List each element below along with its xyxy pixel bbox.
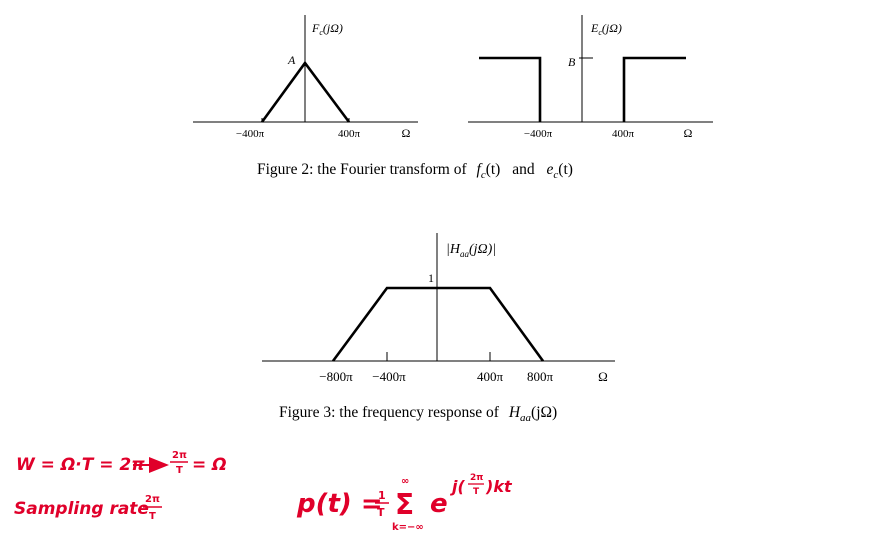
ec-tick-label-neg: −400π xyxy=(524,128,553,140)
ec-left-step xyxy=(479,56,542,122)
ec-xlabel: Ω xyxy=(684,126,693,140)
svg-text:W = Ω·T = 2π: W = Ω·T = 2π xyxy=(16,455,145,475)
ec-ylabel: Ec(jΩ) xyxy=(590,21,622,37)
haa-tick-label-pos800: 800π xyxy=(527,369,554,384)
caption2-fc-arg: (t) xyxy=(486,161,501,178)
svg-text:Sampling rate: Sampling rate xyxy=(14,499,149,519)
fc-tick-label-neg: −400π xyxy=(236,128,265,140)
caption2-fc-sub: c xyxy=(481,169,486,181)
caption2-and: and xyxy=(512,161,535,178)
caption3-text: Figure 3: the frequency response of xyxy=(279,404,500,421)
haa-xlabel: Ω xyxy=(598,369,608,384)
caption3-h-arg: (jΩ) xyxy=(531,404,557,421)
fc-plot: Fc(jΩ) A −400π 400π Ω xyxy=(193,15,418,140)
handwritten-notes: W = Ω·T = 2π 2π T = Ω Sampling rate 2π T… xyxy=(14,450,513,533)
caption2-ec-arg: (t) xyxy=(558,161,573,178)
ec-level-label: B xyxy=(568,55,576,69)
svg-text:p(t) =: p(t) = xyxy=(296,489,383,519)
ec-plot: Ec(jΩ) B −400π 400π Ω xyxy=(468,15,713,140)
fc-xlabel: Ω xyxy=(402,126,411,140)
svg-text:T: T xyxy=(149,511,156,522)
haa-trapezoid xyxy=(331,286,545,362)
svg-text:T: T xyxy=(377,506,385,519)
haa-level-label: 1 xyxy=(428,271,434,285)
figure3-caption: Figure 3: the frequency response of Haa(… xyxy=(279,404,557,424)
haa-tick-label-neg800: −800π xyxy=(319,369,353,384)
svg-text:2π: 2π xyxy=(470,473,483,483)
caption2-text: Figure 2: the Fourier transform of xyxy=(257,161,467,178)
svg-text:T: T xyxy=(473,487,480,497)
haa-tick-label-pos400: 400π xyxy=(477,369,504,384)
ec-right-step xyxy=(622,56,686,122)
note-line3: p(t) = 1 T Σ ∞ k=−∞ e j( 2π T )kt xyxy=(296,473,513,533)
svg-text:= Ω: = Ω xyxy=(192,455,227,475)
caption3-h-sub: aa xyxy=(520,412,532,424)
ec-tick-label-pos: 400π xyxy=(612,128,635,140)
note-line1: W = Ω·T = 2π 2π T = Ω xyxy=(16,450,227,476)
haa-ylabel: |Haa(jΩ)| xyxy=(446,242,496,259)
svg-text:e: e xyxy=(430,489,448,519)
fc-peak-label: A xyxy=(287,53,296,67)
caption3-h: H xyxy=(508,404,521,421)
haa-tick-label-neg400: −400π xyxy=(372,369,406,384)
svg-text:1: 1 xyxy=(378,489,386,502)
caption2-fc: f xyxy=(477,161,484,178)
note-line2: Sampling rate 2π T xyxy=(14,494,162,522)
figure2-caption: Figure 2: the Fourier transform of fc(t)… xyxy=(257,161,573,181)
svg-text:)kt: )kt xyxy=(485,477,513,496)
svg-text:2π: 2π xyxy=(172,450,187,461)
svg-text:j(: j( xyxy=(449,477,465,496)
svg-text:∞: ∞ xyxy=(401,476,409,487)
fc-tick-label-pos: 400π xyxy=(338,128,361,140)
fc-ylabel: Fc(jΩ) xyxy=(311,21,343,37)
caption2-ec-sub: c xyxy=(553,169,558,181)
svg-text:k=−∞: k=−∞ xyxy=(392,522,424,533)
haa-plot: |Haa(jΩ)| 1 −800π −400π 400π 800π Ω xyxy=(262,233,615,384)
caption2-ec: e xyxy=(547,161,554,178)
fc-triangle xyxy=(260,60,351,123)
svg-text:Σ: Σ xyxy=(395,488,414,521)
svg-text:T: T xyxy=(176,465,183,476)
svg-text:2π: 2π xyxy=(145,494,160,505)
